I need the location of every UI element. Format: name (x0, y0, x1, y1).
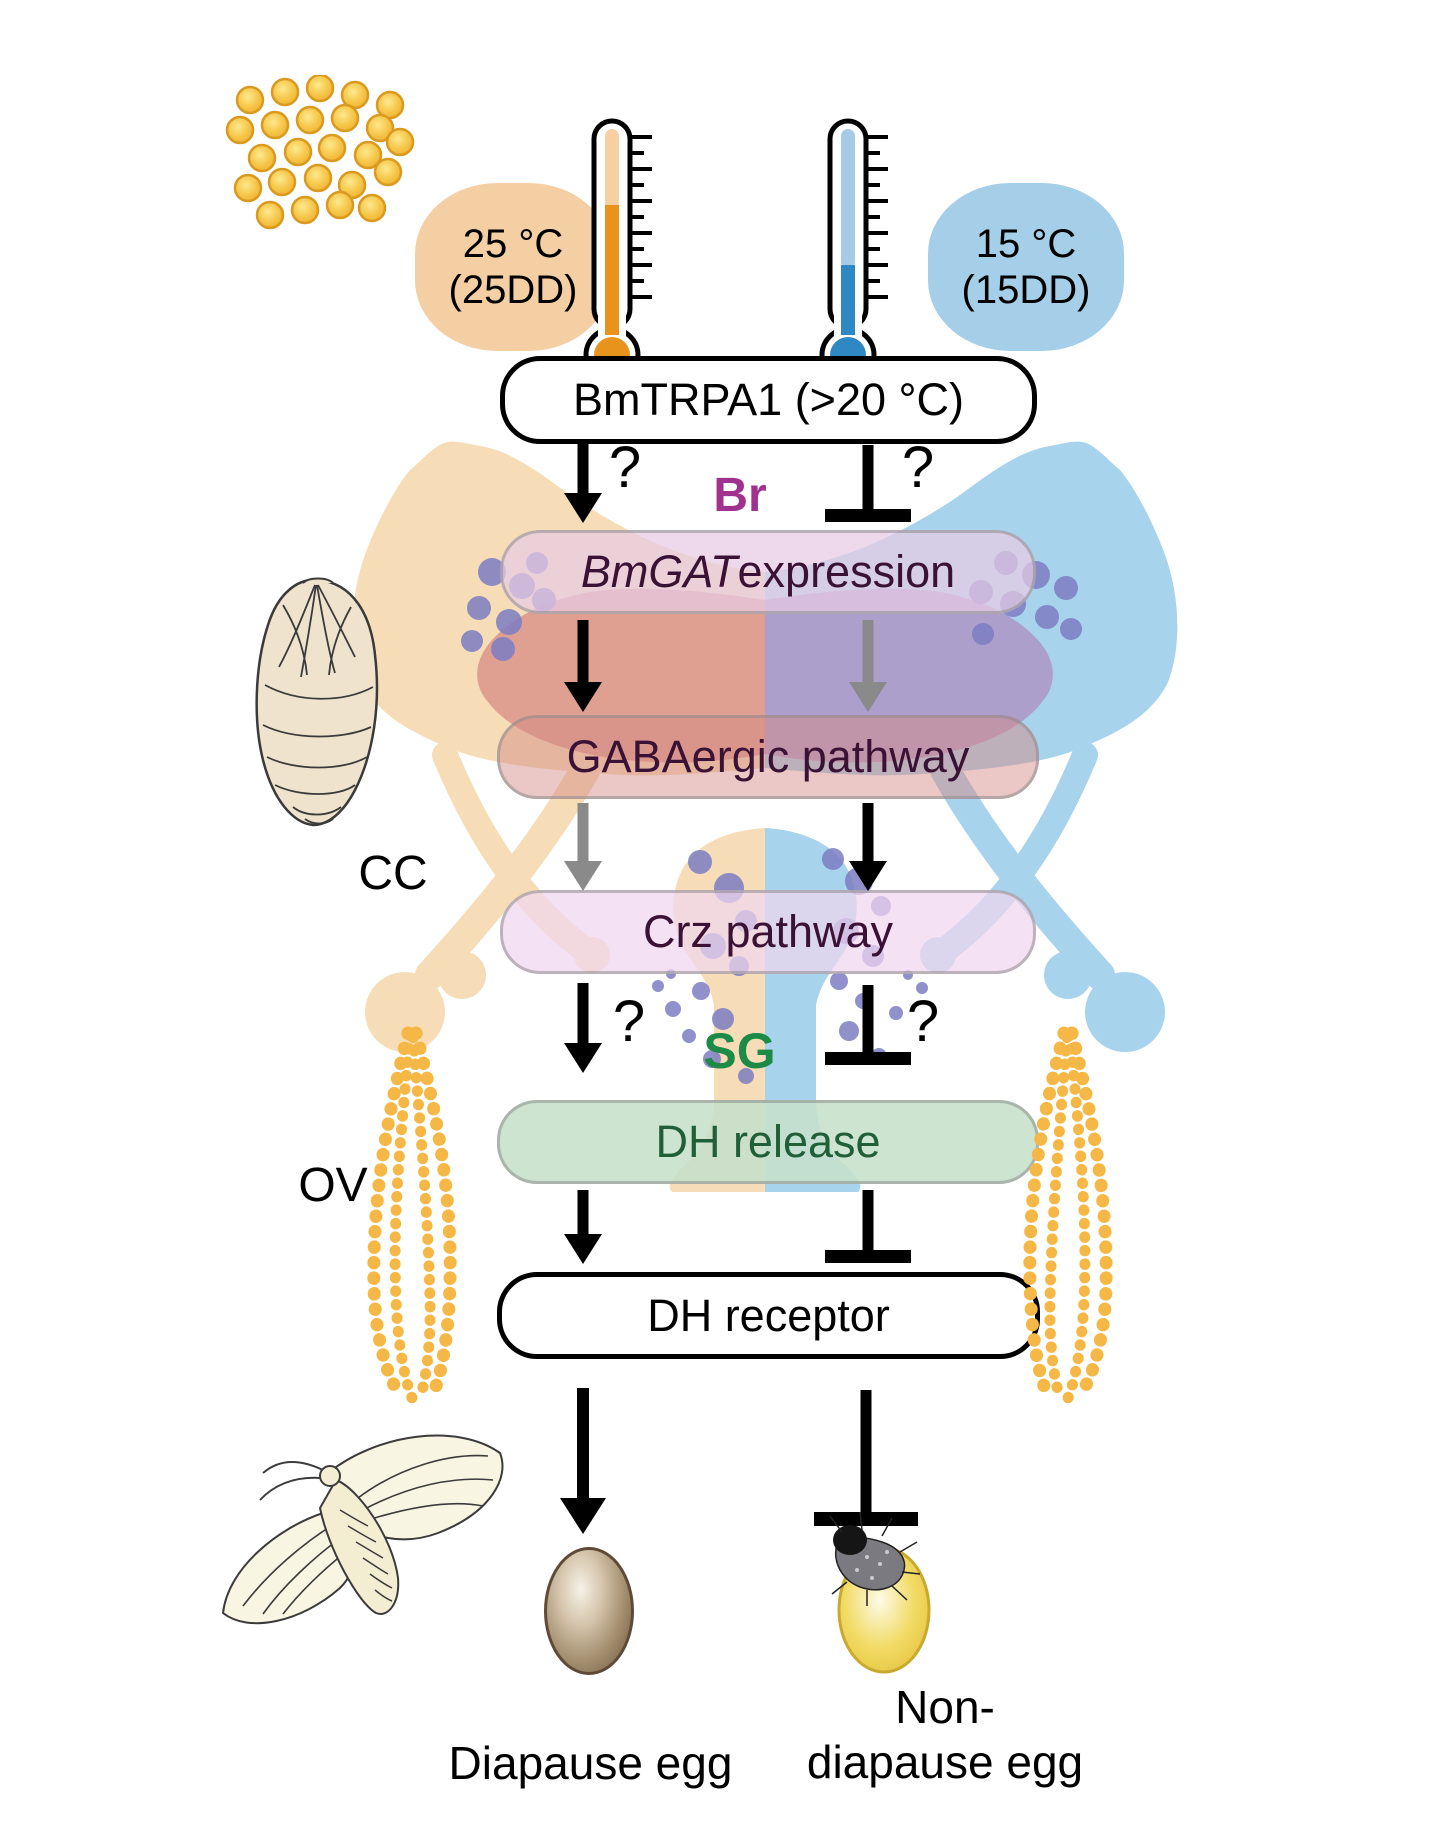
question-mark-warm-4: ? (612, 989, 646, 1054)
thermometer-high-icon (583, 118, 652, 384)
diapause-egg-icon (544, 1547, 634, 1675)
inhibition-bar-cold-5 (818, 1190, 918, 1263)
node-bmtrpa1-label: BmTRPA1 (>20 °C) (572, 374, 964, 425)
inhibition-bar-cold-1 (818, 445, 918, 522)
silkworm-eggs-icon (225, 75, 415, 230)
hatching-egg-icon (829, 1511, 931, 1674)
activation-arrow-warm-5 (563, 1190, 603, 1264)
node-bmgat-suffix: expression (737, 546, 956, 597)
activation-arrow-warm-4 (563, 983, 603, 1073)
question-mark-warm-1: ? (608, 435, 642, 500)
node-gabaergic-label: GABAergic pathway (566, 731, 970, 782)
inhibition-bar-cold-4 (818, 985, 918, 1065)
node-dh-receptor-label: DH receptor (647, 1289, 890, 1341)
silkmoth-icon (221, 1434, 504, 1625)
diapause-egg-label: Diapause egg (448, 1737, 733, 1789)
node-bmgat-expression: BmGAT expression (500, 530, 1036, 614)
condition-warm-code: (25DD) (448, 268, 578, 312)
node-crz-label: Crz pathway (642, 906, 894, 957)
node-dh-release-label: DH release (655, 1116, 881, 1167)
condition-warm: 25 °C (25DD) (415, 183, 611, 351)
brain-inner-band-warm (477, 588, 765, 763)
corpora-cardiaca-label: CC (358, 847, 428, 900)
ovarioles-right-icon (1023, 1026, 1113, 1404)
thermometer-low-icon (819, 118, 888, 384)
activation-arrow-warm-2 (563, 620, 603, 712)
node-bmtrpa1: BmTRPA1 (>20 °C) (500, 356, 1037, 444)
activation-arrow-cold-3 (848, 803, 888, 891)
activation-arrow-warm-6 (560, 1388, 606, 1534)
weak-arrow-cold-2 (848, 620, 888, 712)
suboesophageal-ganglion-label: SG (703, 1023, 776, 1079)
question-mark-cold-4: ? (906, 989, 940, 1054)
node-crz-pathway: Crz pathway (500, 890, 1036, 974)
ovary-label: OV (298, 1159, 368, 1212)
activation-arrow-warm-1 (563, 441, 603, 523)
question-mark-cold-1: ? (901, 435, 935, 500)
non-diapause-egg-label: Non- diapause egg (790, 1680, 1100, 1790)
brain-abbrev-label: Br (713, 469, 767, 522)
node-dh-receptor: DH receptor (497, 1272, 1040, 1359)
silkworm-pupa-icon (255, 577, 379, 827)
non-diapause-egg-label-line1: Non- (895, 1681, 995, 1733)
condition-cold-temperature: 15 °C (975, 221, 1077, 266)
node-dh-release: DH release (497, 1100, 1039, 1184)
condition-cold-code: (15DD) (961, 268, 1091, 312)
node-gabaergic-pathway: GABAergic pathway (497, 715, 1039, 799)
condition-warm-temperature: 25 °C (462, 221, 564, 266)
larva-icon (829, 1511, 921, 1606)
weak-arrow-warm-3 (563, 803, 603, 891)
non-diapause-egg-label-line2: diapause egg (806, 1736, 1084, 1789)
inhibition-bar-cold-6 (814, 1390, 918, 1526)
condition-cold: 15 °C (15DD) (928, 183, 1124, 351)
ovarioles-left-icon (367, 1026, 457, 1404)
node-bmgat-gene: BmGAT (580, 546, 738, 597)
